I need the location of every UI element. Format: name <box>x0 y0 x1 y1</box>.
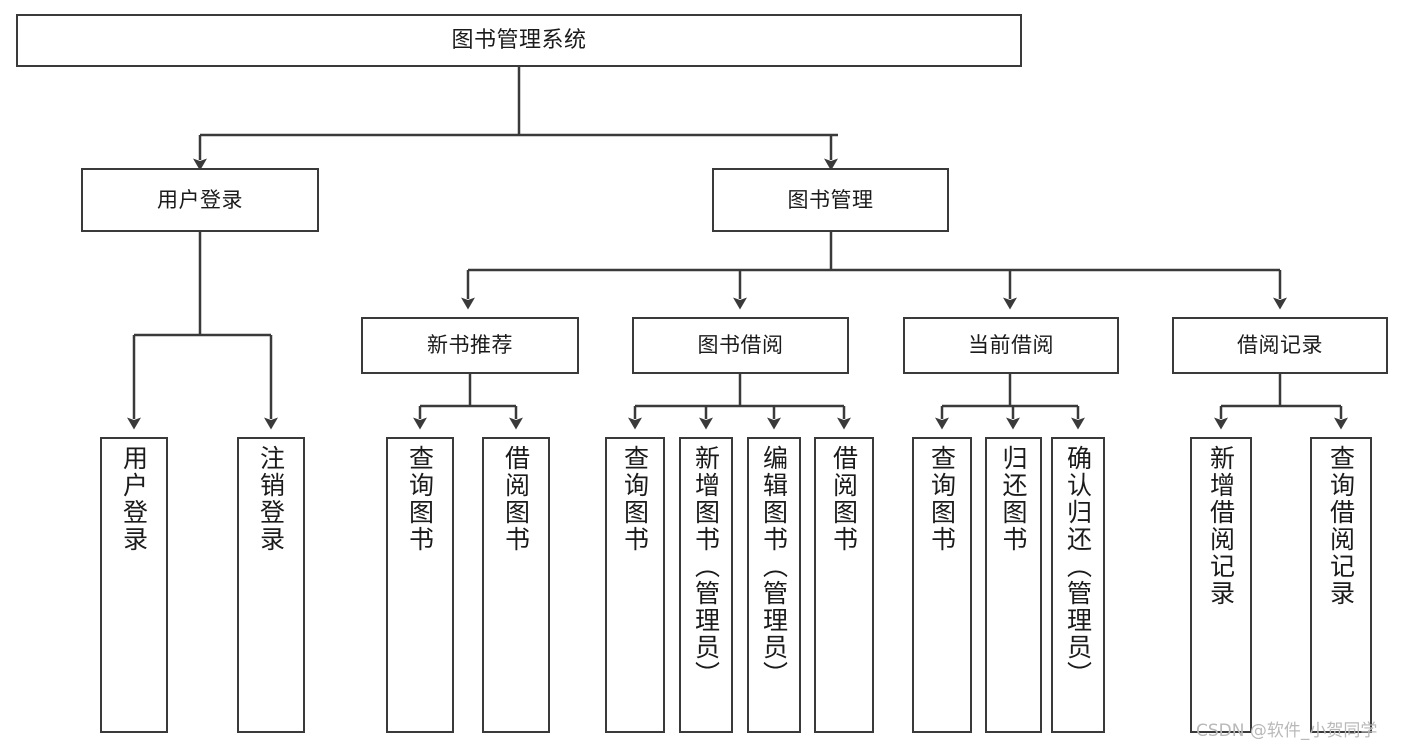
csdn-watermark: CSDN @软件_小贺同学 <box>1196 721 1378 741</box>
node-leaf-query-record-label: 查询借阅记录 <box>1326 445 1356 607</box>
node-root-label: 图书管理系统 <box>451 27 587 53</box>
node-leaf-query-book-current[interactable]: 查询图书 <box>912 437 972 733</box>
node-user-login[interactable]: 用户登录 <box>81 168 319 232</box>
node-book-borrow[interactable]: 图书借阅 <box>632 317 849 374</box>
node-leaf-logout[interactable]: 注销登录 <box>237 437 305 733</box>
node-leaf-confirm-return-label: 确认归还（管理员） <box>1063 445 1093 688</box>
node-leaf-return-book[interactable]: 归还图书 <box>985 437 1042 733</box>
node-book-manage[interactable]: 图书管理 <box>712 168 949 232</box>
node-new-book-recommend[interactable]: 新书推荐 <box>361 317 579 374</box>
node-root[interactable]: 图书管理系统 <box>16 14 1022 67</box>
node-user-login-label: 用户登录 <box>157 187 243 212</box>
node-leaf-query-record[interactable]: 查询借阅记录 <box>1310 437 1372 733</box>
node-leaf-confirm-return[interactable]: 确认归还（管理员） <box>1051 437 1105 733</box>
node-leaf-add-book[interactable]: 新增图书（管理员） <box>679 437 733 733</box>
node-leaf-add-record[interactable]: 新增借阅记录 <box>1190 437 1252 733</box>
node-leaf-add-book-label: 新增图书（管理员） <box>691 445 721 688</box>
node-current-borrow-label: 当前借阅 <box>968 333 1054 358</box>
node-leaf-query-book-rec[interactable]: 查询图书 <box>386 437 454 733</box>
node-book-manage-label: 图书管理 <box>787 187 874 212</box>
node-leaf-user-login-label: 用户登录 <box>119 445 149 553</box>
node-borrow-record[interactable]: 借阅记录 <box>1172 317 1388 374</box>
node-leaf-borrow-book[interactable]: 借阅图书 <box>814 437 874 733</box>
node-leaf-add-record-label: 新增借阅记录 <box>1206 445 1236 607</box>
node-leaf-query-book-current-label: 查询图书 <box>927 445 957 553</box>
node-leaf-logout-label: 注销登录 <box>256 445 286 553</box>
node-leaf-edit-book[interactable]: 编辑图书（管理员） <box>747 437 801 733</box>
node-current-borrow[interactable]: 当前借阅 <box>903 317 1119 374</box>
node-leaf-query-book-rec-label: 查询图书 <box>405 445 435 553</box>
node-new-book-recommend-label: 新书推荐 <box>427 333 513 358</box>
node-leaf-edit-book-label: 编辑图书（管理员） <box>759 445 789 688</box>
node-leaf-query-book-borrow-label: 查询图书 <box>620 445 650 553</box>
node-borrow-record-label: 借阅记录 <box>1237 333 1323 358</box>
node-book-borrow-label: 图书借阅 <box>697 333 784 358</box>
node-leaf-borrow-book-rec-label: 借阅图书 <box>501 445 531 553</box>
node-leaf-borrow-book-rec[interactable]: 借阅图书 <box>482 437 550 733</box>
node-leaf-query-book-borrow[interactable]: 查询图书 <box>605 437 665 733</box>
node-leaf-user-login[interactable]: 用户登录 <box>100 437 168 733</box>
node-leaf-borrow-book-label: 借阅图书 <box>829 445 859 553</box>
node-leaf-return-book-label: 归还图书 <box>999 445 1028 553</box>
